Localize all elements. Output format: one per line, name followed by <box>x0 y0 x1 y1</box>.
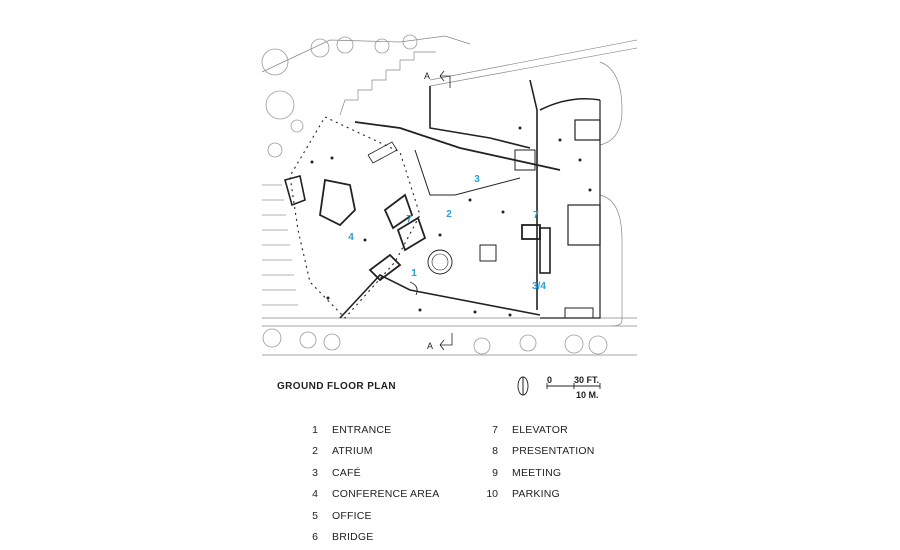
legend-item: 5 OFFICE <box>298 505 439 527</box>
legend-label: OFFICE <box>332 509 372 522</box>
legend-label: MEETING <box>512 466 562 479</box>
legend-number: 6 <box>312 531 318 544</box>
scale-feet: 30 FT. <box>574 375 600 385</box>
legend-number: 5 <box>312 509 318 522</box>
room-label: 7 <box>533 210 539 221</box>
legend-label: PRESENTATION <box>512 445 595 458</box>
scale-bar: 0 30 FT. 10 M. <box>516 372 606 402</box>
legend-number: 3 <box>312 466 318 479</box>
section-marker-top: A <box>424 70 451 88</box>
room-label: 1 <box>411 268 417 279</box>
trees <box>261 34 608 355</box>
legend-item: 10 PARKING <box>478 484 595 506</box>
legend-item: 9 MEETING <box>478 462 595 484</box>
room-label: 3/4 <box>532 281 546 292</box>
legend-number: 7 <box>492 423 498 436</box>
legend-label: CAFÉ <box>332 466 361 479</box>
building-walls <box>284 79 601 319</box>
legend-number: 4 <box>312 488 318 501</box>
room-label: 4 <box>348 232 354 243</box>
scale-zero: 0 <box>547 375 553 385</box>
svg-text:A: A <box>427 341 433 351</box>
legend-item: 7 ELEVATOR <box>478 419 595 441</box>
room-label: 3 <box>474 174 480 185</box>
legend-item: 3 CAFÉ <box>298 462 439 484</box>
room-label: 2 <box>446 209 452 220</box>
legend-label: ATRIUM <box>332 445 373 458</box>
legend-number: 9 <box>492 466 498 479</box>
legend-label: ELEVATOR <box>512 423 568 436</box>
legend-label: ENTRANCE <box>332 423 392 436</box>
legend-right: 7 ELEVATOR 8 PRESENTATION 9 MEETING 10 PARKING <box>478 419 595 505</box>
legend-number: 1 <box>312 423 318 436</box>
legend-number: 8 <box>492 445 498 458</box>
legend-label: CONFERENCE AREA <box>332 488 440 501</box>
north-arrow-icon <box>517 376 601 396</box>
legend-number: 2 <box>312 445 318 458</box>
section-marker-bottom: A <box>427 333 453 351</box>
legend-label: PARKING <box>512 488 560 501</box>
legend-left: 1 ENTRANCE 2 ATRIUM 3 CAFÉ 4 CONFERENCE AREA 5 OF… <box>298 419 439 548</box>
legend-item: 2 ATRIUM <box>298 441 439 463</box>
legend-item: 6 BRIDGE <box>298 527 439 549</box>
svg-text:A: A <box>424 71 430 81</box>
room-label: 7 <box>406 214 412 225</box>
legend-label: BRIDGE <box>332 531 374 544</box>
site-context <box>261 35 638 356</box>
scale-meters: 10 M. <box>576 390 599 400</box>
legend-item: 1 ENTRANCE <box>298 419 439 441</box>
legend-item: 8 PRESENTATION <box>478 441 595 463</box>
parking-stripes <box>262 184 298 306</box>
plan-title: GROUND FLOOR PLAN <box>277 381 397 392</box>
legend-number: 10 <box>486 488 498 501</box>
room-labels: 1 2 3 4 7 7 3/4 <box>348 174 546 292</box>
legend-item: 4 CONFERENCE AREA <box>298 484 439 506</box>
